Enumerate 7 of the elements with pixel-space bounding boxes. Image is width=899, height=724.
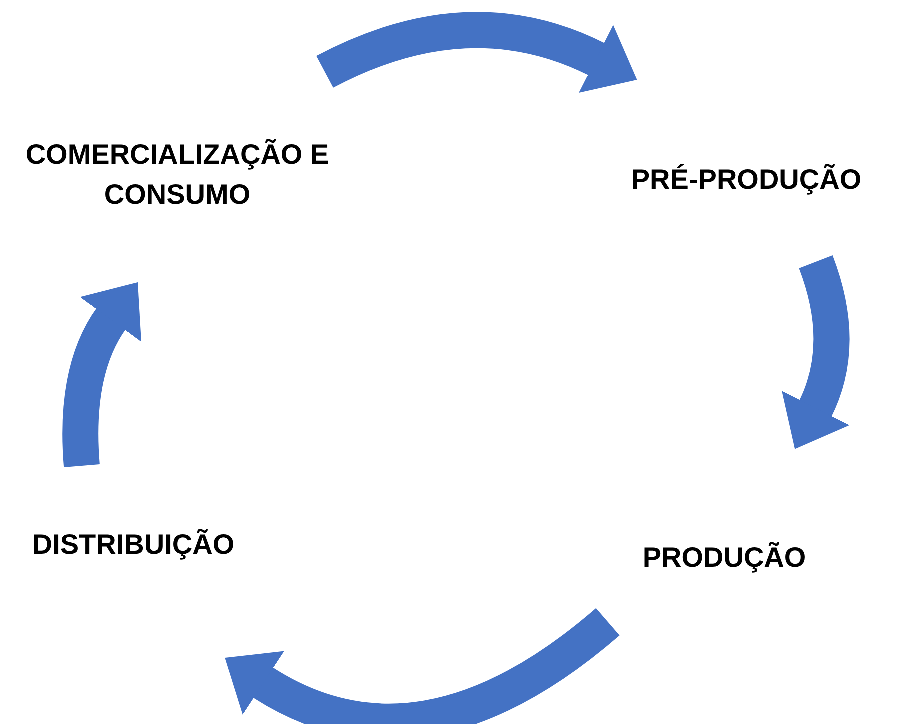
stage-label: PRODUÇÃO bbox=[642, 541, 808, 575]
curved-arrow bbox=[317, 12, 638, 94]
curved-arrow bbox=[224, 608, 620, 724]
stage-label: PRÉ-PRODUÇÃO bbox=[630, 163, 863, 197]
stage-label: COMERCIALIZAÇÃO E CONSUMO bbox=[24, 138, 330, 212]
curved-arrow bbox=[62, 281, 142, 468]
stage-label: DISTRIBUIÇÃO bbox=[31, 528, 236, 562]
